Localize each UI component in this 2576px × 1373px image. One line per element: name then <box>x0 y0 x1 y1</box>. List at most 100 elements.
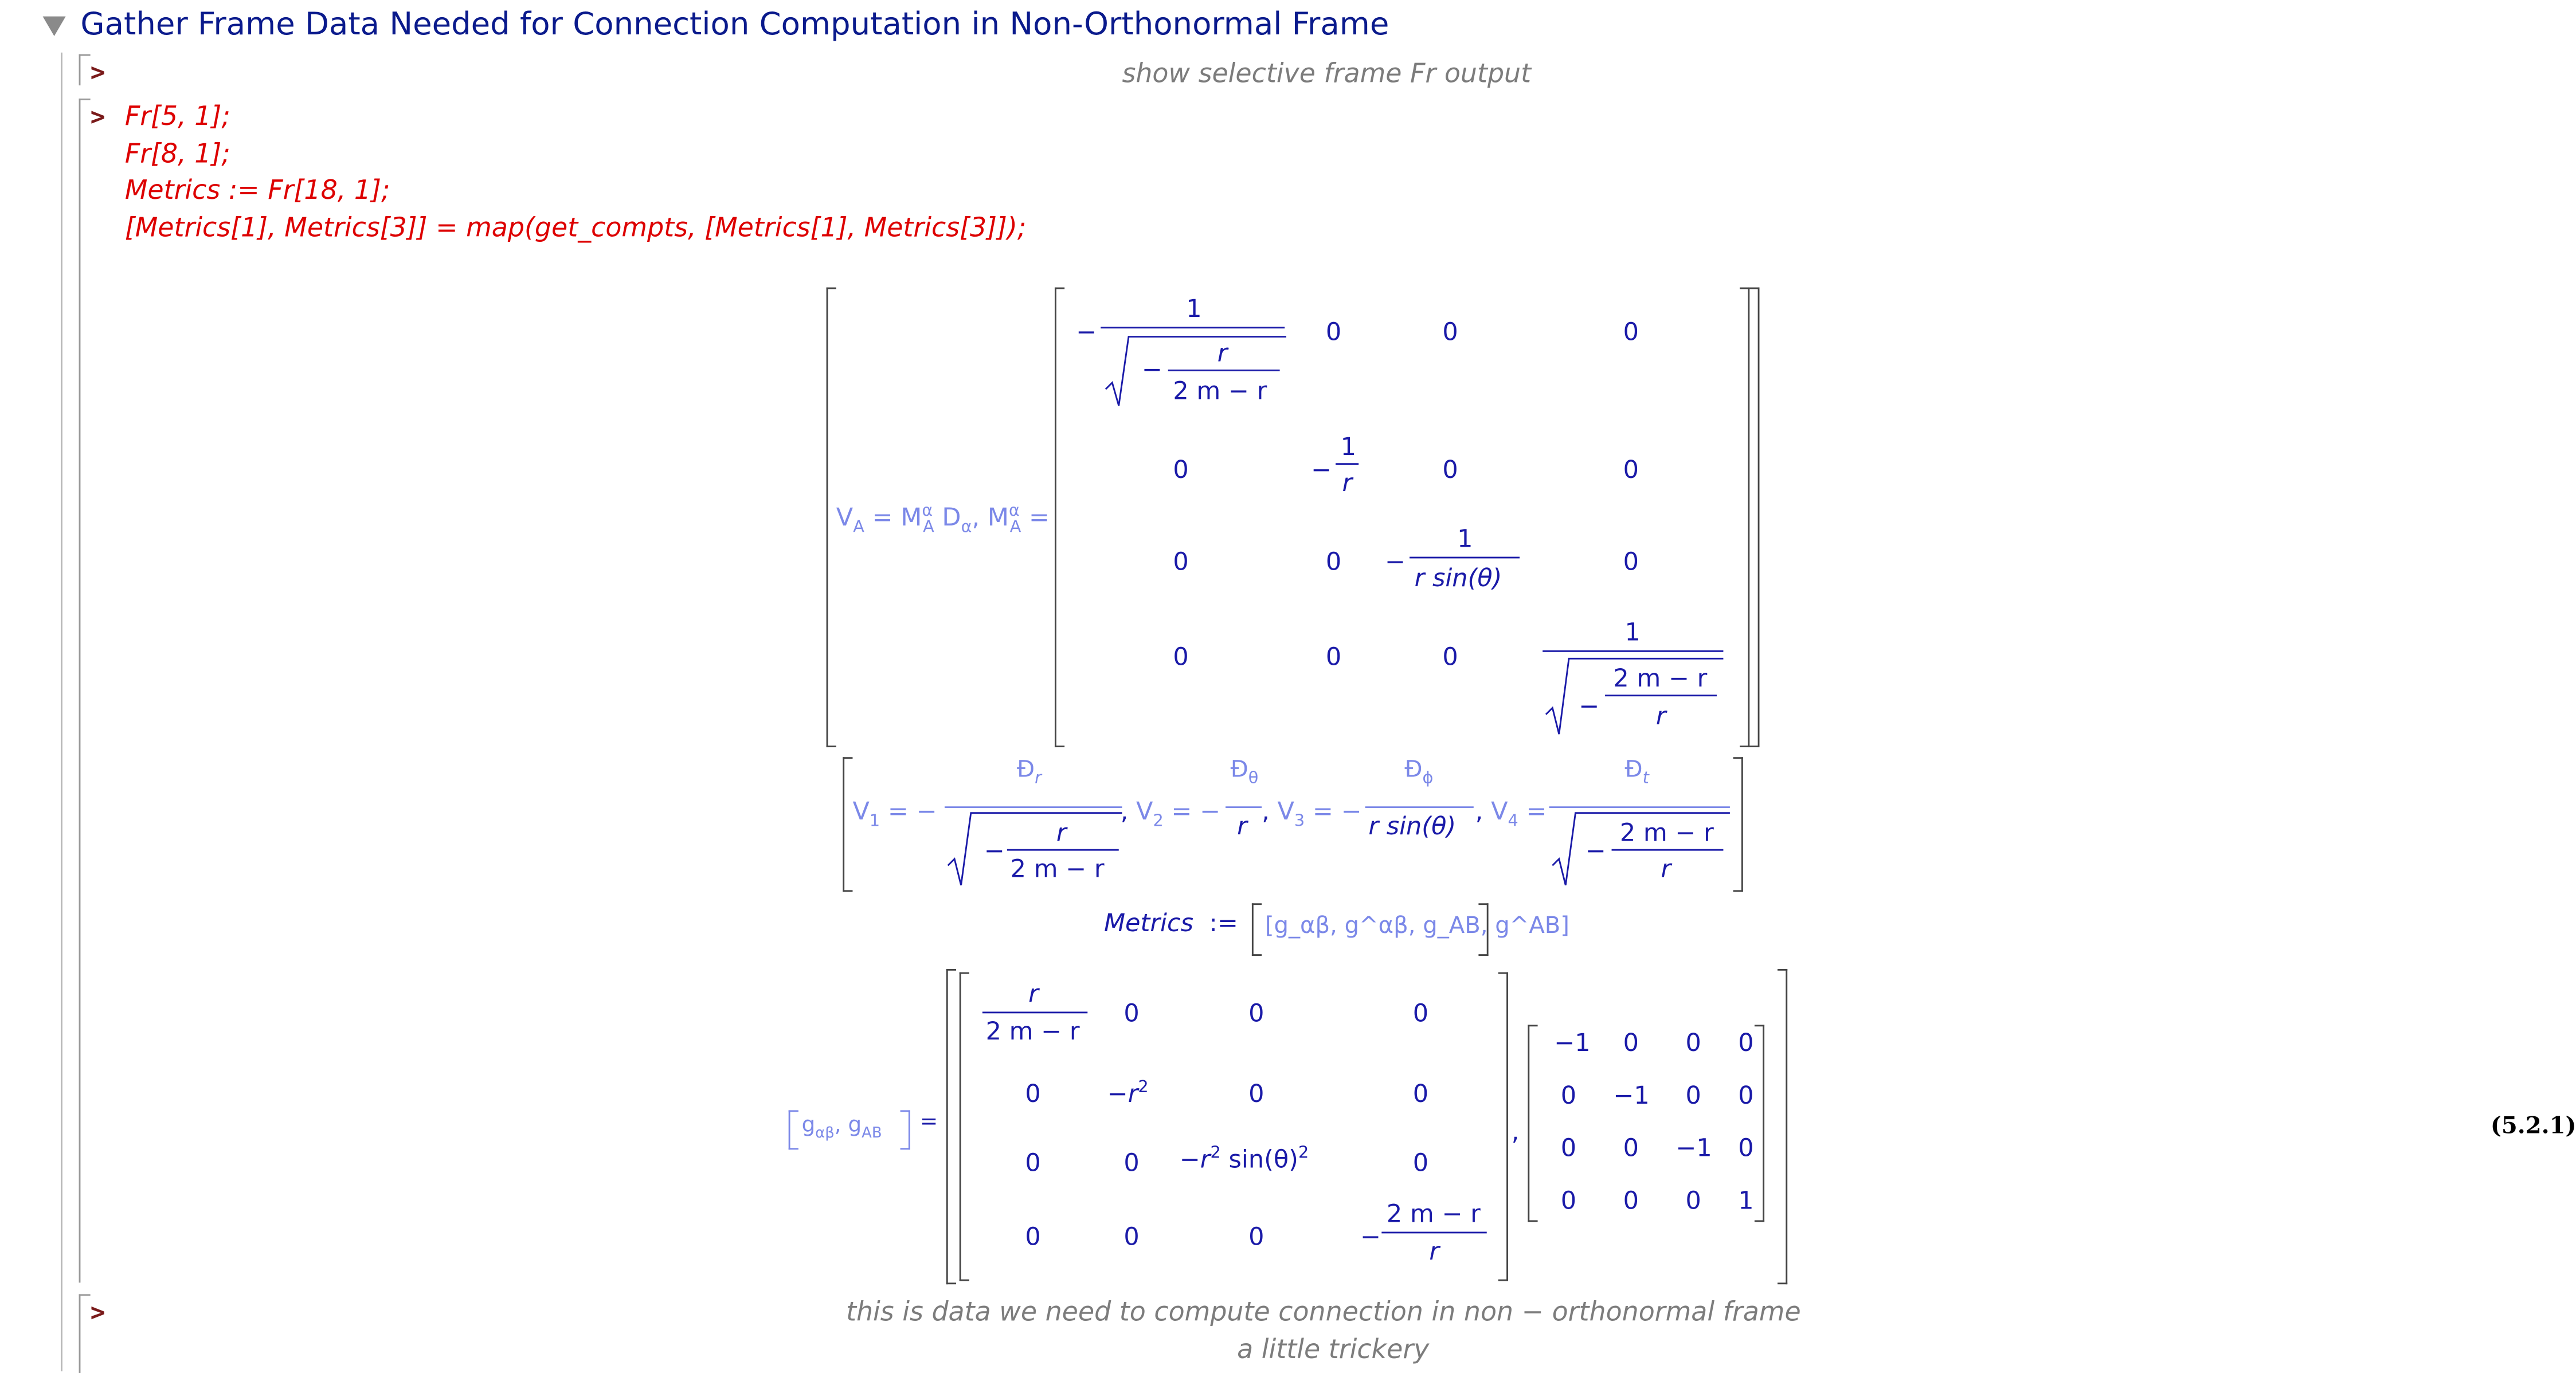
denominator-2m-r: 2 m − r <box>1173 376 1267 406</box>
group-bracket[interactable] <box>79 98 91 1283</box>
lhs-eq: = <box>872 502 893 532</box>
gAB-entry: 0 <box>1738 1028 1754 1058</box>
fraction-bar <box>1381 1231 1487 1234</box>
denominator-r: r <box>1429 1237 1440 1266</box>
fraction-bar <box>1543 650 1724 652</box>
lhs-left-bracket <box>788 1110 798 1150</box>
comma: , <box>1511 1116 1520 1147</box>
D-symbol: Đ <box>1404 757 1423 784</box>
comment-text[interactable]: show selective frame Fr output <box>1122 57 1532 89</box>
neg-r: −r <box>1179 1144 1211 1175</box>
g-sub: αβ <box>815 1125 835 1143</box>
frame-lhs: VA = MαA Dα, MαA = <box>836 503 1050 537</box>
section-collapse-triangle-icon[interactable] <box>42 16 66 37</box>
prompt-icon[interactable]: > <box>90 1297 105 1327</box>
D-theta: Đθ <box>1231 757 1259 788</box>
code-line-3[interactable]: Metrics := Fr[18, 1]; <box>124 174 390 206</box>
eq-sign: = <box>1312 797 1333 826</box>
numerator-2m-r: 2 m − r <box>1613 663 1708 693</box>
frame-output: VA = MαA Dα, MαA = − 1 − r 2 m − r 0 0 0… <box>826 287 1763 748</box>
denominator-r: r <box>1655 701 1666 731</box>
entry-zero: 0 <box>1248 998 1264 1029</box>
gAB-entry: 0 <box>1685 1028 1701 1058</box>
group-bracket[interactable] <box>79 54 91 86</box>
D-sub: θ <box>1248 770 1259 789</box>
metrics-name: Metrics <box>1103 908 1194 938</box>
minus-sign: − <box>1076 317 1097 347</box>
minus-sign: − <box>984 835 1005 866</box>
gAB-entry: 0 <box>1560 1186 1577 1215</box>
entry-zero: 0 <box>1412 998 1429 1029</box>
code-line-1[interactable]: Fr[5, 1]; <box>124 100 230 132</box>
vector-V3: , V3 = − <box>1262 797 1362 831</box>
prompt-icon[interactable]: > <box>90 101 105 132</box>
denominator-r-sin-theta: r sin(θ) <box>1368 811 1457 841</box>
numerator-r: r <box>1056 818 1067 848</box>
entry-zero: 0 <box>1623 547 1639 576</box>
eq-sign: = <box>887 797 909 826</box>
entry-zero: 0 <box>1325 547 1342 576</box>
lhs-D: D <box>942 502 961 532</box>
numerator-one: 1 <box>1186 294 1202 324</box>
V-letter: V <box>1277 797 1294 826</box>
gAB-entry: 0 <box>1623 1133 1639 1163</box>
prompt-icon[interactable]: > <box>90 57 105 87</box>
minus-sign: − <box>1360 1222 1381 1252</box>
entry-zero: 0 <box>1123 998 1140 1029</box>
section-title[interactable]: Gather Frame Data Needed for Connection … <box>80 6 1389 43</box>
metrics-assignment: Metrics := [g_αβ, g^αβ, g_AB, g^AB] <box>1103 900 1569 959</box>
entry-zero: 0 <box>1173 454 1189 485</box>
minus-sign: − <box>1200 797 1221 826</box>
outer-left-bracket <box>826 287 836 748</box>
D-phi: Đϕ <box>1404 757 1433 788</box>
D-sub: t <box>1642 770 1649 789</box>
lhs-sup-alpha2: α <box>1008 502 1020 521</box>
entry-zero: 0 <box>1412 1148 1429 1178</box>
comment-text-line-1[interactable]: this is data we need to compute connecti… <box>845 1296 1801 1327</box>
eq-sign: = <box>1526 797 1547 826</box>
lhs-sup-alpha: α <box>922 502 933 521</box>
sqrt-symbol <box>1545 657 1724 735</box>
lhs-sub-A3: A <box>1009 519 1021 538</box>
outer-left-bracket <box>946 968 957 1285</box>
code-line-2[interactable]: Fr[8, 1]; <box>124 138 230 170</box>
lhs-M: M <box>901 502 922 532</box>
denominator-2m-r: 2 m − r <box>1010 854 1105 884</box>
numerator-r: r <box>1028 979 1039 1009</box>
entry-zero: 0 <box>1123 1222 1140 1252</box>
matrix-right-bracket <box>1754 1025 1765 1222</box>
entry-zero: 0 <box>1325 642 1342 672</box>
sin-theta: sin(θ) <box>1228 1144 1298 1175</box>
group-bracket[interactable] <box>79 1294 91 1373</box>
entry-zero: 0 <box>1123 1148 1140 1178</box>
fraction-bar <box>1410 556 1520 559</box>
numerator-one: 1 <box>1340 431 1357 462</box>
entry-zero: 0 <box>1442 317 1458 347</box>
sqrt-symbol <box>947 812 1122 886</box>
V-sub: 1 <box>869 813 880 831</box>
entry-neg-r2: −r2 <box>1107 1079 1149 1109</box>
outer-right-bracket <box>1749 287 1760 748</box>
equation-label[interactable]: (5.2.1) <box>2490 1113 2576 1140</box>
minus-sign: − <box>1141 355 1162 385</box>
entry-neg-r2-sin2: −r2 sin(θ)2 <box>1180 1145 1309 1175</box>
comment-text-line-2[interactable]: a little trickery <box>1237 1333 1430 1365</box>
entry-zero: 0 <box>1412 1078 1429 1109</box>
V-sub: 3 <box>1294 813 1305 831</box>
D-sub: ϕ <box>1422 770 1434 789</box>
code-line-4[interactable]: [Metrics[1], Metrics[3]] = map(get_compt… <box>124 211 1027 244</box>
denominator-r-sin-theta: r sin(θ) <box>1414 563 1502 593</box>
V-sub: 2 <box>1153 813 1164 831</box>
fraction-bar <box>1101 327 1285 329</box>
fraction-bar <box>1611 849 1724 851</box>
matrix-right-bracket <box>1498 972 1508 1281</box>
lhs-sub-A: A <box>853 519 864 538</box>
entry-zero: 0 <box>1173 642 1189 672</box>
lhs-V: V <box>836 502 854 532</box>
matrix-right-bracket <box>1740 287 1750 748</box>
gAB-entry: 0 <box>1738 1080 1754 1111</box>
D-symbol: Đ <box>1017 757 1035 784</box>
D-symbol: Đ <box>1230 757 1248 784</box>
gAB-entry: 0 <box>1685 1186 1701 1215</box>
